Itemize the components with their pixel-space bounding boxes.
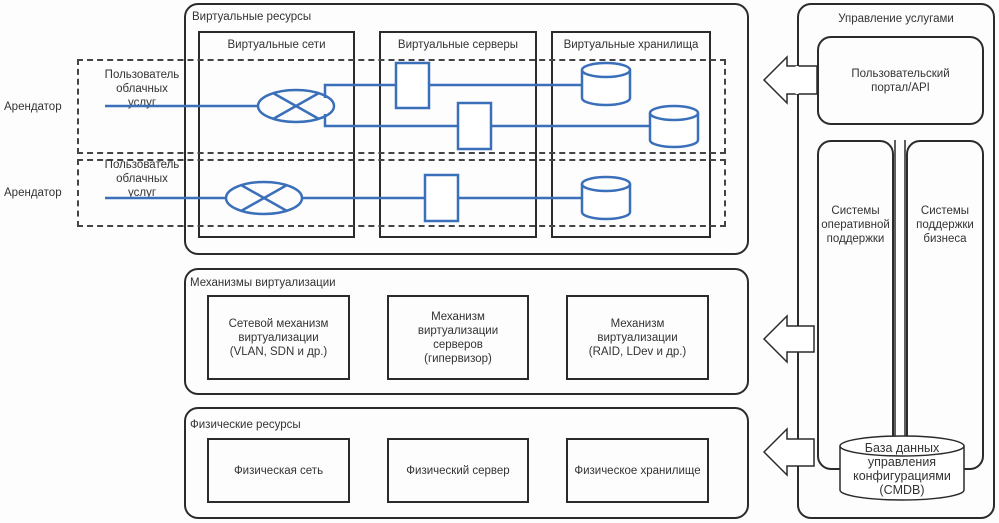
tenant-label-2: Арендатор xyxy=(4,187,62,199)
arrow-left-icon xyxy=(762,427,815,477)
business-support-systems-label: Системы поддержки бизнеса xyxy=(916,205,974,245)
tenant-region-2 xyxy=(77,159,726,227)
server-virtualization-box: Механизм виртуализации серверов (гиперви… xyxy=(387,295,529,380)
tenant1-link-server1 xyxy=(323,83,396,98)
virtual-networks-column xyxy=(198,31,355,238)
virtual-resources-panel xyxy=(184,3,749,255)
operations-support-systems-label: Системы оперативной поддержки xyxy=(821,205,890,245)
tenant2-storage xyxy=(580,175,632,221)
tenant1-virtual-switch xyxy=(256,88,336,124)
physical-resources-panel xyxy=(184,407,749,519)
virtual-networks-label: Виртуальные сети xyxy=(227,39,326,51)
cmdb-database xyxy=(839,435,965,501)
cmdb-label: База данных управления конфигурациями (C… xyxy=(853,441,951,497)
arrow-left-icon xyxy=(762,55,818,105)
cloud-user-label-2: Пользователь облачных услуг xyxy=(104,159,180,199)
storage-virtualization-box: Механизм виртуализации (RAID, LDev и др.… xyxy=(566,295,709,380)
virtual-servers-column xyxy=(379,31,537,238)
network-virtualization-box: Сетевой механизм виртуализации (VLAN, SD… xyxy=(207,295,350,380)
virtual-storage-column xyxy=(551,31,711,238)
tenant-label-1: Арендатор xyxy=(4,101,62,113)
arrow-left-icon xyxy=(762,314,815,364)
service-management-title: Управление услугами xyxy=(838,13,954,25)
virtual-resources-title: Виртуальные ресурсы xyxy=(192,11,312,23)
service-management-panel xyxy=(797,3,995,519)
tenant1-link-server2 xyxy=(323,114,457,128)
physical-network-box: Физическая сеть xyxy=(207,438,350,503)
tenant2-virtual-server xyxy=(423,173,460,223)
virtualization-title: Механизмы виртуализации xyxy=(190,277,336,289)
physical-resources-title: Физические ресурсы xyxy=(190,419,301,431)
virtual-storage-label: Виртуальные хранилища xyxy=(563,39,699,51)
physical-server-box: Физический сервер xyxy=(387,438,529,503)
user-portal-api-box: Пользовательский портал/API xyxy=(817,36,984,125)
virtual-servers-label: Виртуальные серверы xyxy=(397,39,519,51)
tenant1-storage-1 xyxy=(580,61,632,107)
virtualization-panel xyxy=(184,268,749,395)
tenant1-storage-2 xyxy=(648,104,700,149)
physical-storage-box: Физическое хранилище xyxy=(566,438,709,503)
tenant-region-1 xyxy=(77,59,726,154)
